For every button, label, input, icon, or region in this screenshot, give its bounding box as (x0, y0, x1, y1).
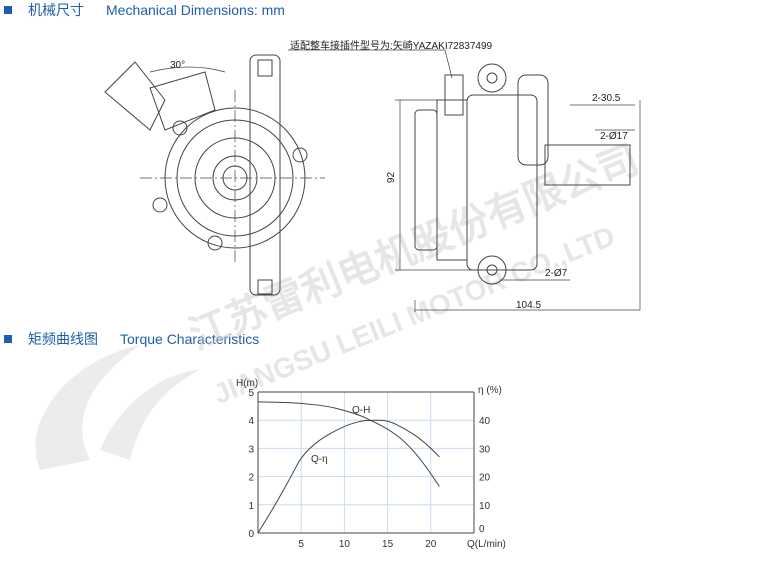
width-dimension: 104.5 (516, 300, 542, 311)
mechanical-drawing (104, 49, 641, 312)
series-label-q-eta: Q-η (311, 454, 328, 465)
series-line-q-eta (257, 419, 440, 534)
y2-tick-label: 30 (479, 444, 491, 455)
section-torque-characteristics: 矩频曲线图 Torque Characteristics (4, 329, 259, 349)
x-axis-label: Q(L/min) (467, 539, 506, 550)
x-tick-label: 15 (382, 539, 394, 550)
series-label-q-h: Q-H (352, 405, 370, 416)
y-tick-label: 2 (248, 473, 254, 484)
y-tick-label: 5 (248, 388, 254, 399)
connector-note: 适配整车接插件型号为:矢崎YAZAKI72837499 (290, 41, 493, 52)
y2-axis-label: η (%) (478, 385, 502, 396)
y-tick-label: 4 (248, 416, 254, 427)
bullet-square-icon (4, 335, 12, 343)
angle-label: 30° (170, 60, 186, 71)
y2-tick-label: 20 (479, 473, 491, 484)
y2-tick-label: 0 (479, 524, 485, 535)
outlet-diameter-dimension: 2-Ø17 (600, 131, 628, 142)
y-tick-label: 3 (248, 444, 254, 455)
y-tick-label: 0 (248, 529, 254, 540)
x-tick-label: 20 (425, 539, 437, 550)
y-axis-label: H(m) (236, 378, 258, 389)
pump-front-view (104, 54, 325, 296)
x-tick-label: 10 (339, 539, 351, 550)
y2-tick-label: 10 (479, 501, 491, 512)
mount-hole-dimension: 2-Ø7 (545, 268, 568, 279)
y-tick-label: 1 (248, 501, 254, 512)
y2-tick-label: 40 (479, 416, 491, 427)
section-mechanical-dimensions: 机械尺寸 Mechanical Dimensions: mm (4, 0, 285, 20)
bullet-square-icon (4, 6, 12, 14)
series-line-q-h (257, 401, 440, 487)
x-tick-label: 5 (298, 539, 304, 550)
pump-side-view (288, 49, 641, 312)
outlet-spacing-dimension: 2-30.5 (592, 93, 621, 104)
